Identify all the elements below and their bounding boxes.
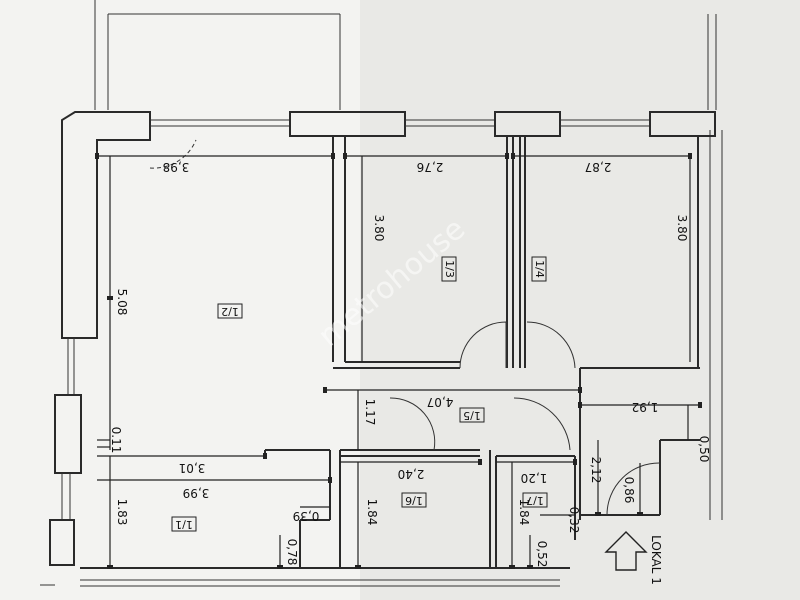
dim-1-84-left: 1.84 xyxy=(365,499,379,526)
dim-0-78: 0,78 xyxy=(285,539,299,566)
room-label-1-3: 1/3 xyxy=(443,260,456,278)
dimension-ticks xyxy=(95,153,702,569)
dim-3-80-right: 3.80 xyxy=(675,215,689,242)
dim-4-07: 4,07 xyxy=(427,395,454,409)
dim-0-50: 0,50 xyxy=(697,436,711,463)
dim-1-20: 1,20 xyxy=(521,471,548,485)
dim-3-01: 3,01 xyxy=(179,461,206,475)
room-label-1-1: 1/1 xyxy=(175,518,193,531)
room-label-1-4: 1/4 xyxy=(533,260,546,278)
dim-2-12: 2,12 xyxy=(589,457,603,484)
entrance-label: LOKAL 1 xyxy=(649,535,663,585)
dim-0-39: 0,39 xyxy=(293,509,320,523)
room-labels: 1/2 1/3 1/4 1/5 1/6 1/7 1/1 xyxy=(171,256,548,532)
dim-0-52: 0,52 xyxy=(535,541,549,568)
dim-5-08: 5.08 xyxy=(115,289,129,316)
doors xyxy=(149,139,661,516)
dim-2-40: 2,40 xyxy=(398,467,425,481)
dim-3-99: 3,99 xyxy=(183,486,210,500)
paper-highlight xyxy=(0,0,360,600)
dim-3-98: 3,98 xyxy=(163,160,190,174)
room-label-1-2: 1/2 xyxy=(221,305,239,318)
context-lines xyxy=(40,0,723,587)
room-label-1-5: 1/5 xyxy=(463,409,481,422)
room-label-1-6: 1/6 xyxy=(405,494,423,507)
dim-2-87: 2,87 xyxy=(585,160,612,174)
dim-0-86: 0,86 xyxy=(622,477,636,504)
dim-0-11: 0.11 xyxy=(109,427,123,454)
dimension-labels: 3,98 2,76 2,87 3.80 3.80 5.08 4,07 1,92 … xyxy=(109,160,711,567)
dim-1-92: 1,92 xyxy=(632,400,659,414)
dim-1-83: 1.83 xyxy=(115,499,129,526)
dimension-lines xyxy=(97,155,700,568)
inner-walls xyxy=(264,136,700,568)
dim-1-84-right: 1.84 xyxy=(517,499,531,526)
room-label-1-7: 1/7 xyxy=(526,494,544,507)
dim-0-32: 0,32 xyxy=(567,507,581,534)
dim-1-17: 1.17 xyxy=(363,399,377,426)
dim-2-76: 2,76 xyxy=(417,160,444,174)
outer-walls xyxy=(49,111,716,569)
dim-3-80-left: 3.80 xyxy=(372,215,386,242)
entrance-arrow-icon xyxy=(604,531,648,571)
